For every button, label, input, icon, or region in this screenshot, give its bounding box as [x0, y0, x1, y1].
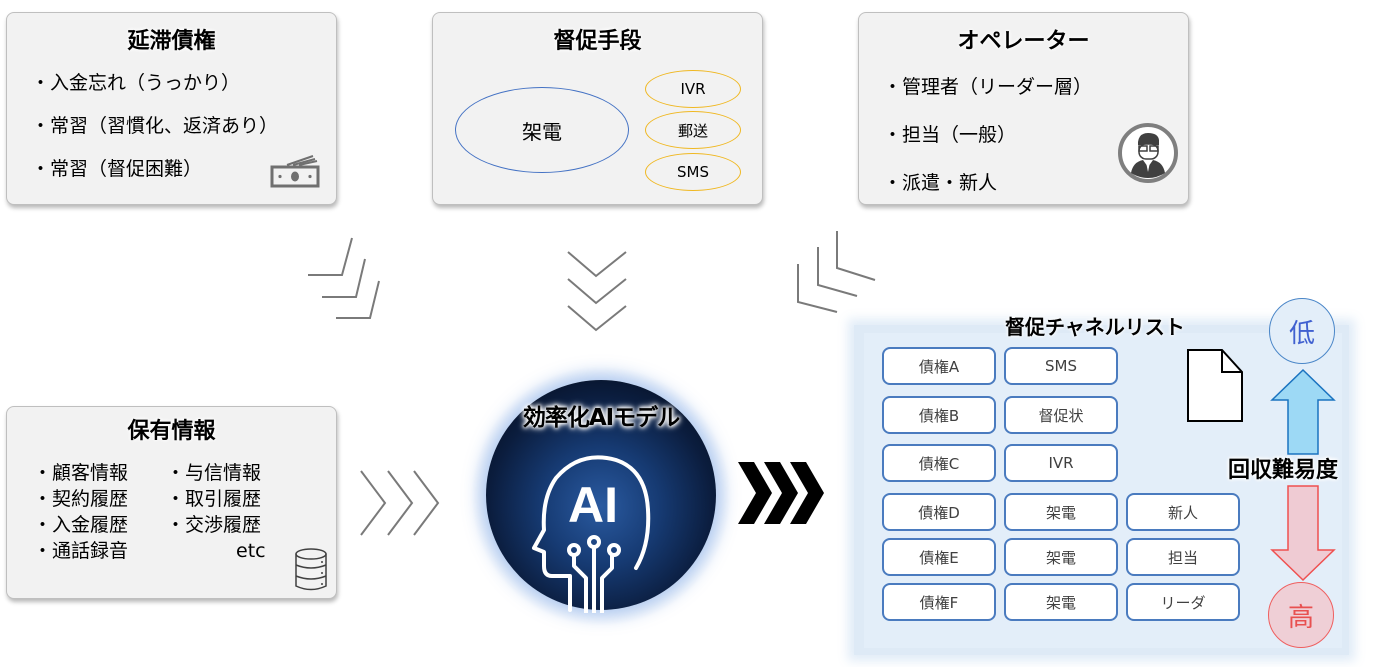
phone-call-ellipse: 架電 [455, 87, 629, 173]
database-icon [295, 548, 327, 591]
ai-head-icon: AI [532, 455, 651, 613]
card-title: 保有情報 [127, 419, 216, 444]
ellipse-label: 架電 [522, 119, 562, 144]
sms-ellipse: SMS [645, 153, 741, 191]
list-item: ・契約履歴 [33, 488, 129, 510]
debt-chip: 債権E [882, 538, 996, 576]
data-column-2: ・与信情報 ・取引履歴 ・交渉履歴 [166, 460, 261, 538]
list-item: ・常習（習慣化、返済あり） [31, 115, 279, 137]
operator-chip: 担当 [1126, 538, 1240, 576]
delinquent-debt-card: 延滞債権 ・入金忘れ（うっかり） ・常習（習慣化、返済あり） ・常習（督促困難） [6, 12, 337, 205]
ai-model-circle [486, 380, 716, 610]
flow-arrow-from-delinquent [308, 237, 380, 319]
svg-text:AI: AI [568, 477, 618, 533]
ai-model-title: 効率化AIモデル [522, 405, 680, 431]
list-item: ・常習（督促困難） [31, 158, 203, 180]
flow-arrow-from-operator [797, 231, 876, 313]
flow-arrow-from-methods [567, 251, 627, 332]
available-data-card: 保有情報 ・顧客情報 ・契約履歴 ・入金履歴 ・通話録音 ・与信情報 ・取引履歴… [6, 406, 337, 599]
delinquent-list: ・入金忘れ（うっかり） ・常習（習慣化、返済あり） ・常習（督促困難） [31, 70, 278, 199]
channel-chip: SMS [1004, 347, 1118, 385]
money-icon [270, 155, 320, 188]
channel-chip: 架電 [1004, 538, 1118, 576]
etc-label: etc [236, 540, 266, 562]
ellipse-label: 郵送 [677, 121, 708, 140]
channel-list-title: 督促チャネルリスト [1005, 315, 1185, 339]
flow-arrow-to-output [738, 462, 824, 524]
debt-chip: 債権F [882, 583, 996, 621]
data-column-1: ・顧客情報 ・契約履歴 ・入金履歴 ・通話録音 [33, 460, 128, 564]
collection-methods-card: 督促手段 架電 IVR 郵送 SMS [432, 12, 763, 205]
difficulty-scale-arrows [1270, 368, 1336, 582]
operator-list: ・管理者（リーダー層） ・担当（一般） ・派遣・新人 [883, 74, 1092, 218]
channel-chip: 架電 [1004, 583, 1118, 621]
person-icon [1118, 123, 1178, 183]
flow-arrow-from-data [360, 470, 440, 536]
list-item: ・通話録音 [33, 540, 129, 562]
list-item: ・取引履歴 [166, 488, 262, 510]
difficulty-label: 回収難易度 [1228, 458, 1339, 483]
card-title: 督促手段 [553, 29, 642, 54]
debt-chip: 債権D [882, 493, 996, 531]
channel-chip: IVR [1004, 444, 1118, 482]
list-item: ・派遣・新人 [883, 172, 998, 194]
document-icon [1187, 349, 1243, 422]
list-item: ・顧客情報 [33, 462, 129, 484]
debt-chip: 債権B [882, 396, 996, 434]
debt-chip: 債権C [882, 444, 996, 482]
card-title: オペレーター [957, 29, 1090, 54]
high-difficulty-circle: 高 [1268, 582, 1334, 648]
operator-chip: 新人 [1126, 493, 1240, 531]
operator-card: オペレーター ・管理者（リーダー層） ・担当（一般） ・派遣・新人 [858, 12, 1189, 205]
list-item: ・入金忘れ（うっかり） [31, 72, 241, 94]
channel-chip: 架電 [1004, 493, 1118, 531]
low-difficulty-circle: 低 [1269, 298, 1335, 364]
list-item: ・担当（一般） [883, 124, 1017, 146]
debt-chip: 債権A [882, 347, 996, 385]
mail-ellipse: 郵送 [645, 111, 741, 149]
list-item: ・管理者（リーダー層） [883, 76, 1093, 98]
list-item: ・入金履歴 [33, 514, 129, 536]
card-title: 延滞債権 [127, 29, 216, 54]
ellipse-label: SMS [677, 163, 709, 181]
operator-chip: リーダ [1126, 583, 1240, 621]
ivr-ellipse: IVR [645, 70, 741, 108]
list-item: ・交渉履歴 [166, 514, 262, 536]
channel-chip: 督促状 [1004, 396, 1118, 434]
ellipse-label: IVR [680, 80, 706, 98]
list-item: ・与信情報 [166, 462, 262, 484]
